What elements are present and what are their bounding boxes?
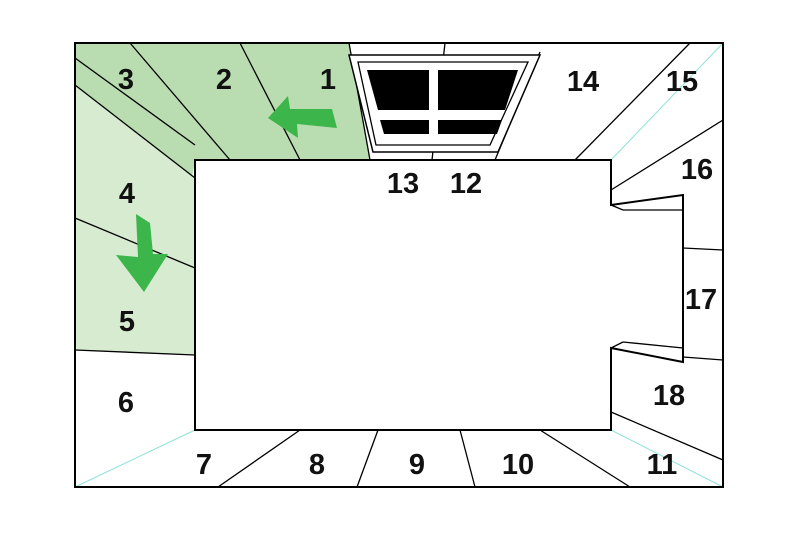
section-label-14: 14 [567,66,599,98]
section-label-7: 7 [196,449,212,481]
section-label-2: 2 [216,64,232,96]
window-pane [438,120,502,134]
section-label-3: 3 [118,64,134,96]
shaded-region-left [75,85,195,355]
section-label-13: 13 [387,168,419,200]
section-labels: 1 2 3 4 5 6 7 8 9 10 11 12 13 14 15 16 1… [118,64,717,481]
window-pane [367,70,429,110]
section-label-12: 12 [450,168,482,200]
skylight-window-icon [348,54,542,153]
section-label-15: 15 [666,66,698,98]
arrow-down-icon [116,214,168,292]
section-label-11: 11 [647,449,678,481]
section-label-5: 5 [119,306,135,338]
window-pane [438,70,518,110]
section-label-18: 18 [653,380,685,412]
section-label-1: 1 [320,64,336,96]
section-label-4: 4 [119,178,135,210]
section-label-16: 16 [681,154,713,186]
room-outline [74,42,724,488]
shaded-region-top [75,43,370,178]
section-label-8: 8 [309,449,325,481]
right-bay-lines [610,204,684,349]
window-pane [380,120,429,134]
section-label-10: 10 [502,449,534,481]
arrow-left-icon [268,96,337,138]
section-label-17: 17 [685,284,717,316]
corner-guide-lines [74,42,724,488]
section-label-9: 9 [409,449,425,481]
section-label-6: 6 [118,387,134,419]
central-opening [194,159,684,431]
